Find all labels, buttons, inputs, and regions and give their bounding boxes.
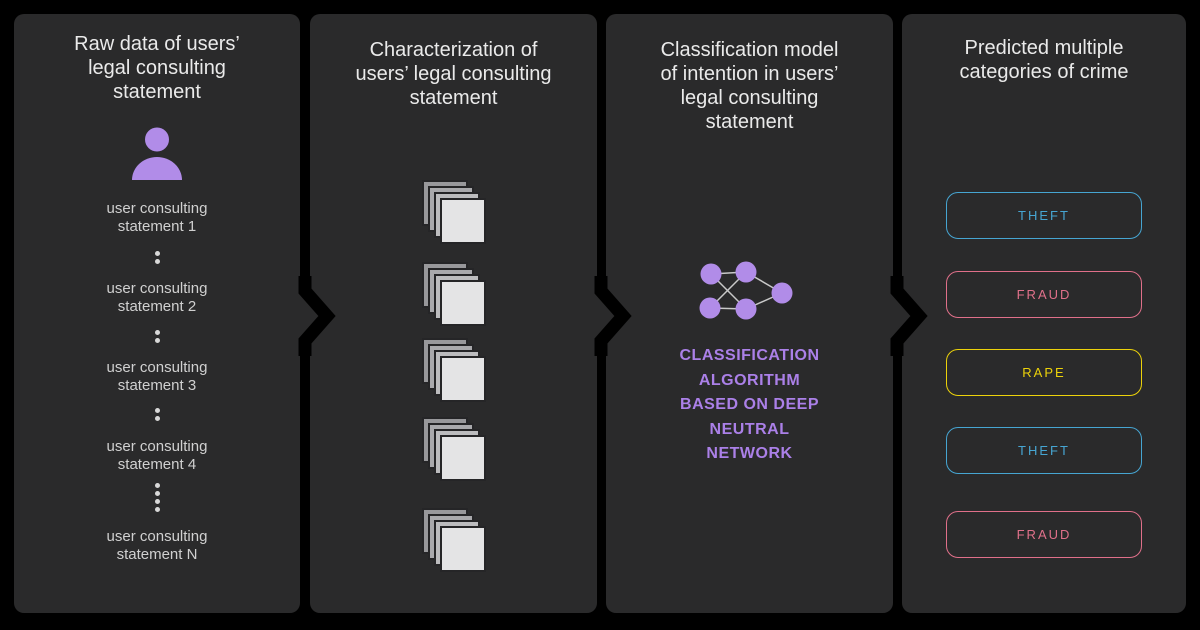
crime-badge-theft: THEFT bbox=[946, 427, 1142, 474]
document-stack-icon bbox=[421, 338, 486, 402]
panel-title: Raw data of users’ legal consulting stat… bbox=[14, 32, 300, 104]
statement-item: user consulting statement N bbox=[106, 528, 208, 563]
panel-title: Characterization of users’ legal consult… bbox=[355, 39, 552, 109]
statement-item: user consulting statement 2 bbox=[106, 280, 208, 315]
neural-network-icon bbox=[698, 260, 802, 329]
panel-title: Classification model of intention in use… bbox=[660, 39, 839, 133]
document-stack-icon bbox=[421, 417, 486, 481]
person-icon bbox=[127, 122, 187, 187]
crime-badge-theft: THEFT bbox=[946, 192, 1142, 239]
title-line: statement bbox=[113, 81, 201, 103]
ellipsis-dots-icon bbox=[14, 483, 300, 512]
panel-characterization: Characterization of users’ legal consult… bbox=[310, 14, 597, 613]
crime-badge-fraud: FRAUD bbox=[946, 271, 1142, 318]
statement-item: user consulting statement 4 bbox=[106, 438, 208, 473]
ellipsis-dots-icon bbox=[14, 408, 300, 421]
ellipsis-dots-icon bbox=[14, 251, 300, 264]
panel-raw-data: Raw data of users’ legal consulting stat… bbox=[14, 14, 300, 613]
arrow-right-icon bbox=[594, 276, 632, 356]
document-stack-icon bbox=[421, 508, 486, 572]
panel-title: Predicted multiple categories of crime bbox=[959, 37, 1129, 83]
algorithm-label: CLASSIFICATION ALGORITHM BASED ON DEEP N… bbox=[679, 347, 820, 462]
statement-item: user consulting statement 3 bbox=[106, 359, 208, 394]
document-stack-icon bbox=[421, 180, 486, 244]
crime-badge-rape: RAPE bbox=[946, 349, 1142, 396]
title-line: legal consulting bbox=[88, 57, 226, 79]
document-stack-icon bbox=[421, 262, 486, 326]
panel-predicted-categories: Predicted multiple categories of crime T… bbox=[902, 14, 1186, 613]
panel-classification-model: Classification model of intention in use… bbox=[606, 14, 893, 613]
ellipsis-dots-icon bbox=[14, 330, 300, 343]
arrow-right-icon bbox=[298, 276, 336, 356]
title-line: Raw data of users’ bbox=[74, 33, 240, 55]
statement-item: user consulting statement 1 bbox=[106, 200, 208, 235]
arrow-right-icon bbox=[890, 276, 928, 356]
crime-badge-fraud: FRAUD bbox=[946, 511, 1142, 558]
